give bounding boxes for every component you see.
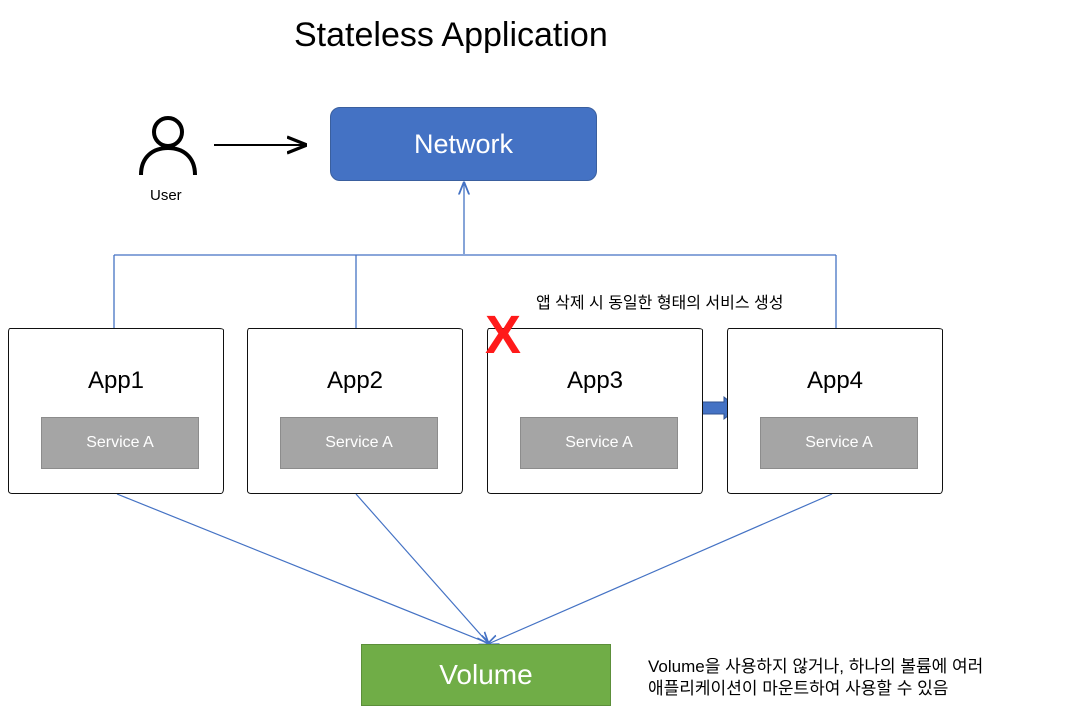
service-box: Service A	[520, 417, 678, 469]
deleted-mark: X	[485, 305, 522, 365]
app-box: App4 Service A	[727, 328, 943, 494]
app-box: App1 Service A	[8, 328, 224, 494]
app-box: App2 Service A	[247, 328, 463, 494]
service-box: Service A	[280, 417, 438, 469]
app-label: App3	[566, 367, 624, 394]
app4-to-volume-arrow	[488, 493, 833, 644]
service-box: Service A	[41, 417, 199, 469]
user-icon	[139, 116, 197, 176]
app-label: App1	[87, 367, 145, 394]
delete-note: 앱 삭제 시 동일한 형태의 서비스 생성	[536, 295, 784, 312]
app-box: App3 Service A	[487, 328, 703, 494]
volume-note-line: Volume을 사용하지 않거나, 하나의 볼륨에 여러	[648, 657, 984, 676]
network-box: Network	[330, 107, 597, 181]
volume-box: Volume	[361, 644, 611, 706]
diagram-title: Stateless Application	[294, 16, 608, 54]
user-label: User	[150, 187, 182, 204]
volume-note: Volume을 사용하지 않거나, 하나의 볼륨에 여러 애플리케이션이 마운트…	[648, 656, 983, 700]
service-box: Service A	[760, 417, 918, 469]
app-label: App2	[326, 367, 384, 394]
app1-to-volume-arrow	[116, 493, 490, 644]
volume-note-line: 애플리케이션이 마운트하여 사용할 수 있음	[648, 679, 949, 698]
app-label: App4	[806, 367, 864, 394]
app2-to-volume-arrow	[355, 493, 488, 643]
